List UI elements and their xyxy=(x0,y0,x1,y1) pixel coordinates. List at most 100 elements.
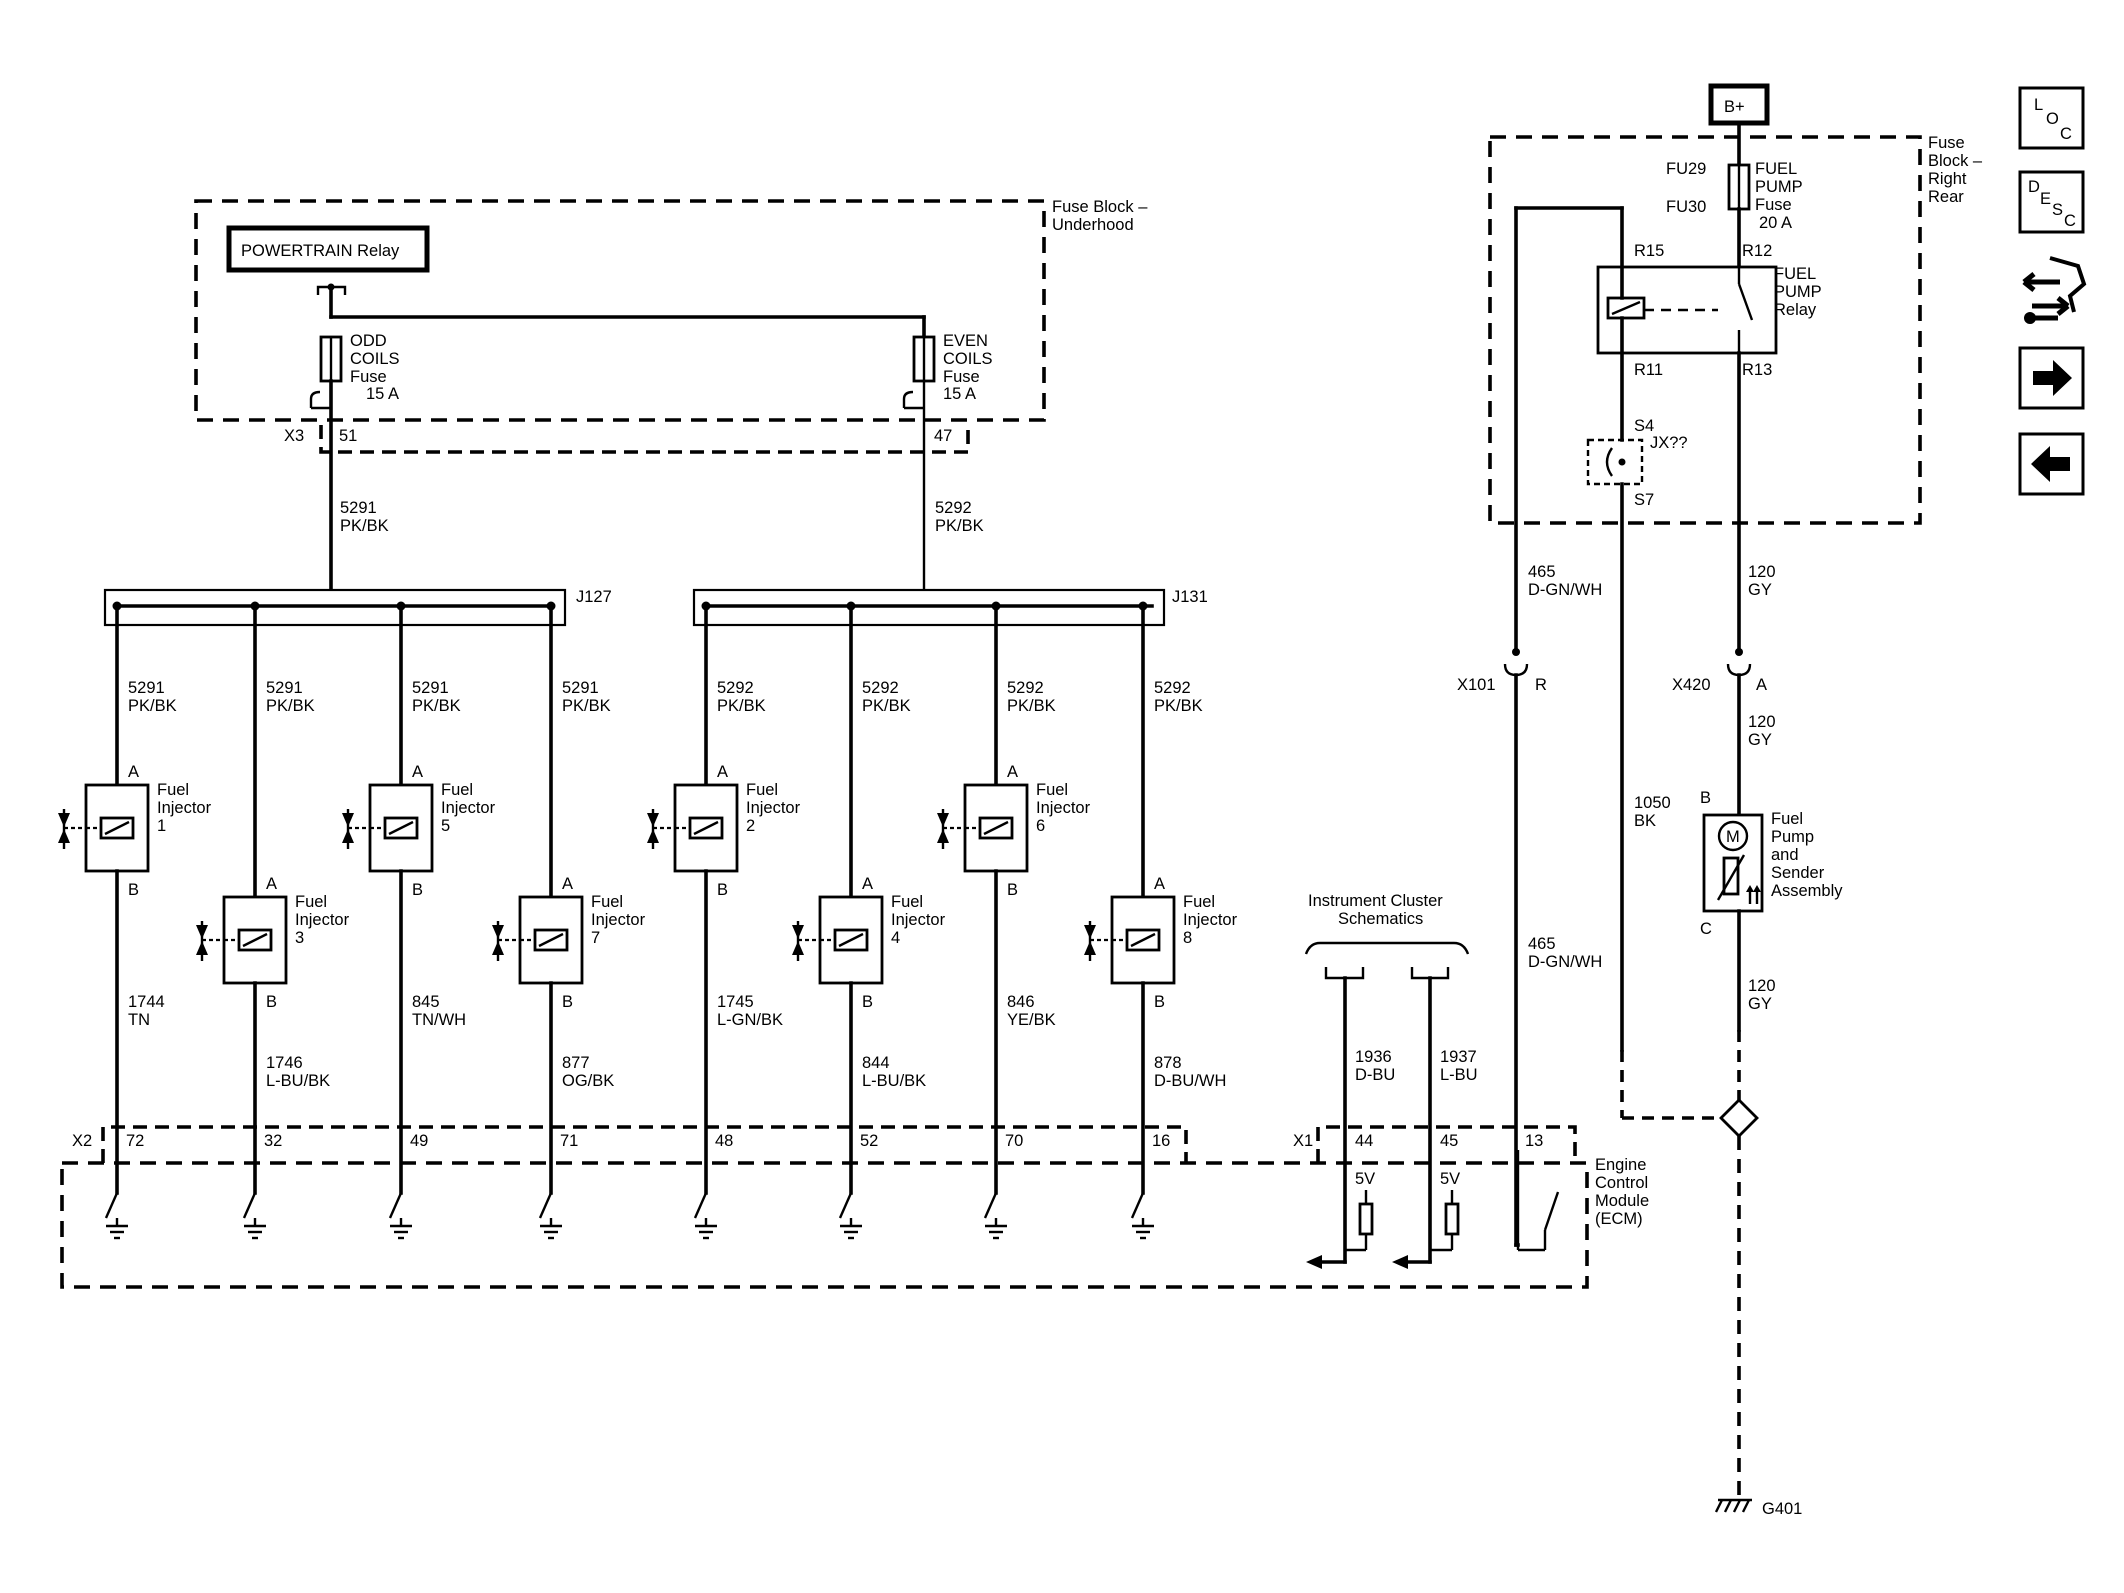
fuel-injector-5[interactable] xyxy=(342,783,434,873)
injector-feed-color: PK/BK xyxy=(412,697,461,715)
fuse-fu30-label: FU30 xyxy=(1666,198,1706,216)
injector-out-wire-color: TN/WH xyxy=(412,1011,466,1029)
pump-label-1: Fuel xyxy=(1771,810,1803,828)
splice-j127-label: J127 xyxy=(576,588,612,606)
ecm-label-2: Control xyxy=(1595,1174,1648,1192)
injector-feed-color: PK/BK xyxy=(862,697,911,715)
loc-letter-3: C xyxy=(2060,125,2072,143)
connector-icon xyxy=(2049,256,2087,313)
wire-120-b-color: GY xyxy=(1748,731,1772,749)
battery-positive[interactable]: B+ xyxy=(1708,83,1770,126)
injector-label-2: Injector xyxy=(157,799,212,817)
injector-label-3: 2 xyxy=(746,817,755,835)
jumper-s4-label: S4 xyxy=(1634,417,1654,435)
rear-block-label-1: Fuse xyxy=(1928,134,1965,152)
injector-pin-a: A xyxy=(717,763,728,781)
fuse-fu29-label: FU29 xyxy=(1666,160,1706,178)
injector-label-1: Fuel xyxy=(746,781,778,799)
injector-label-2: Injector xyxy=(1036,799,1091,817)
x3-connector-label: X3 xyxy=(284,427,304,445)
fuel-injector-8[interactable] xyxy=(1084,895,1176,985)
injector-pin-b: B xyxy=(412,881,423,899)
injector-out-wire-color: OG/BK xyxy=(562,1072,614,1090)
battery-label: B+ xyxy=(1724,98,1745,116)
x1-connector-outline xyxy=(1316,1125,1577,1163)
ecm-pin-injector: 72 xyxy=(126,1132,144,1150)
jumper-jx-label: JX?? xyxy=(1650,434,1688,452)
location-button[interactable]: L O C xyxy=(2018,86,2085,150)
injector-feed-color: PK/BK xyxy=(1007,697,1056,715)
wire-120-a-num: 120 xyxy=(1748,563,1776,581)
fuel-pump-relay[interactable] xyxy=(1596,265,1778,355)
ecm-ground-icon xyxy=(390,1224,412,1240)
ecm-pin-injector: 49 xyxy=(410,1132,428,1150)
fuel-injector-2[interactable] xyxy=(647,783,739,873)
x2-connector-outline xyxy=(101,1125,1188,1163)
fuel-injector-1[interactable] xyxy=(58,783,150,873)
splice-j131: J131 xyxy=(692,588,1208,627)
injector-label-1: Fuel xyxy=(441,781,473,799)
injector-feed-color: PK/BK xyxy=(128,697,177,715)
x1-connector-label: X1 xyxy=(1293,1132,1313,1150)
injector-out-wire-num: 1744 xyxy=(128,993,165,1011)
injector-pin-a: A xyxy=(266,875,277,893)
splice-j131-label: J131 xyxy=(1172,588,1208,606)
fuse-block-underhood-outline xyxy=(194,199,1046,422)
x420-pin: A xyxy=(1756,676,1767,694)
ground-splice-icon xyxy=(1719,1098,1759,1138)
powertrain-relay[interactable]: POWERTRAIN Relay xyxy=(226,225,430,273)
relay-pin-r13: R13 xyxy=(1742,361,1772,379)
injector-pin-b: B xyxy=(862,993,873,1011)
injector-pin-a: A xyxy=(412,763,423,781)
fuel-pump-circuit: 465 D-GN/WH 120 GY X101 R 465 D-GN/WH 10… xyxy=(1457,563,1843,1518)
x2-connector-label: X2 xyxy=(72,1132,92,1150)
odd-coils-fuse[interactable] xyxy=(319,335,343,383)
ecm-label-4: (ECM) xyxy=(1595,1210,1643,1228)
injector-out-wire-color: TN xyxy=(128,1011,150,1029)
ecm-pin-injector: 70 xyxy=(1005,1132,1023,1150)
ecm-ground-icon xyxy=(1132,1224,1154,1240)
fuel-injector-7[interactable] xyxy=(492,895,584,985)
injector-label-2: Injector xyxy=(441,799,496,817)
fuel-pump-sender-assembly[interactable]: M xyxy=(1702,813,1764,913)
x101-pin: R xyxy=(1535,676,1547,694)
next-page-button[interactable] xyxy=(2018,346,2085,410)
instrument-cluster-link[interactable]: Instrument Cluster Schematics xyxy=(1304,892,1470,980)
ground-g401-icon xyxy=(1714,1498,1752,1513)
desc-letter-4: C xyxy=(2064,212,2076,230)
injector-feed-num: 5292 xyxy=(862,679,899,697)
relay-pin-r12: R12 xyxy=(1742,242,1772,260)
ecm-label-3: Module xyxy=(1595,1192,1649,1210)
injector-pin-b: B xyxy=(1007,881,1018,899)
fuel-injector-4[interactable] xyxy=(792,895,884,985)
component-view-button[interactable] xyxy=(2022,256,2087,324)
wire-1936-num: 1936 xyxy=(1355,1048,1392,1066)
instrument-cluster-label-1: Instrument Cluster xyxy=(1308,892,1443,910)
even-coils-fuse[interactable] xyxy=(912,335,936,383)
instrument-cluster-label-2: Schematics xyxy=(1338,910,1423,928)
injector-feed-color: PK/BK xyxy=(562,697,611,715)
previous-page-button[interactable] xyxy=(2018,432,2085,496)
ecm-pin-injector: 71 xyxy=(560,1132,578,1150)
injector-feed-num: 5292 xyxy=(1007,679,1044,697)
rear-block-label-4: Rear xyxy=(1928,188,1964,206)
motor-icon xyxy=(1717,820,1749,852)
wire-1937-color: L-BU xyxy=(1440,1066,1478,1084)
fuel-pump-fuse[interactable] xyxy=(1727,163,1751,211)
description-button[interactable]: D E S C xyxy=(2018,170,2085,234)
injector-label-2: Injector xyxy=(1183,911,1238,929)
odd-fuse-label-1: ODD xyxy=(350,332,387,350)
ecm-ground-icon xyxy=(540,1224,562,1240)
ecm-pin-injector: 16 xyxy=(1152,1132,1170,1150)
relay-pin-r11: R11 xyxy=(1634,361,1663,379)
injector-pin-b: B xyxy=(562,993,573,1011)
injector-out-wire-num: 844 xyxy=(862,1054,890,1072)
fuse-block-underhood-label-1: Fuse Block – xyxy=(1052,198,1148,216)
fuel-injector-6[interactable] xyxy=(937,783,1029,873)
injector-out-wire-num: 1745 xyxy=(717,993,754,1011)
fuel-injector-3[interactable] xyxy=(196,895,288,985)
